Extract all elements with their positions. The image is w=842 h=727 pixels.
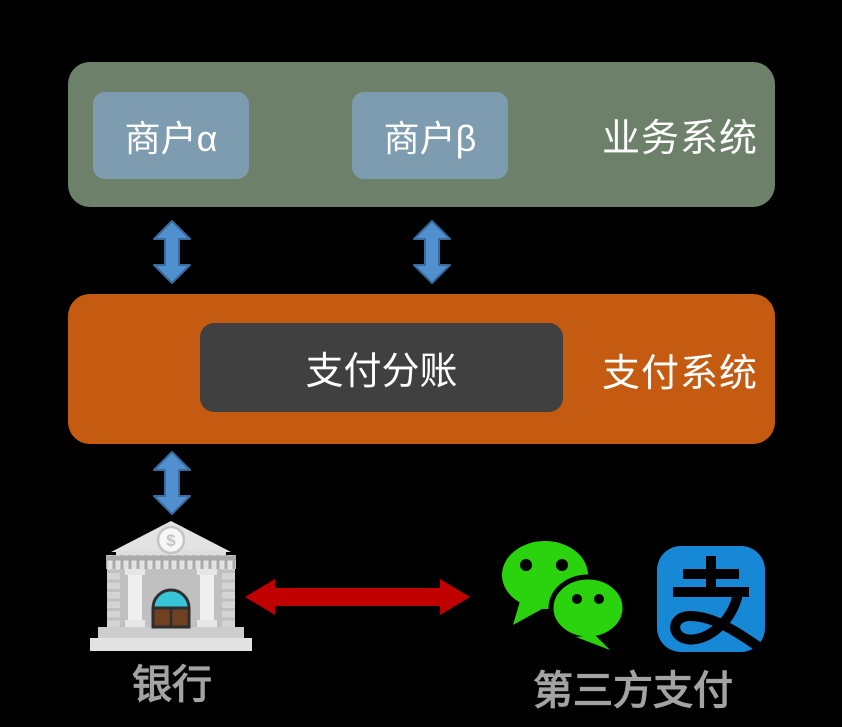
bank-dentil-band — [106, 555, 236, 569]
merchant-alpha-box: 商户α — [93, 92, 249, 179]
left-right-arrow-icon — [245, 579, 470, 615]
bank-column-right — [197, 569, 217, 627]
alipay-icon — [657, 546, 775, 660]
bank-platform — [98, 627, 244, 638]
business-system-label: 业务系统 — [601, 118, 758, 160]
payment-system-container: 支付分账 — [68, 294, 775, 444]
bank-column-left — [125, 569, 145, 627]
wechat-icon — [502, 541, 628, 650]
bank-label: 银行 — [132, 663, 212, 707]
bank-building-icon: $ — [90, 521, 252, 651]
up-down-arrow-icon — [153, 451, 191, 515]
split-payment-module-box: 支付分账 — [200, 323, 563, 412]
up-down-arrow-icon — [413, 220, 451, 284]
bank-step — [90, 638, 252, 651]
third-party-payment-label: 第三方支付 — [533, 669, 733, 713]
split-payment-label: 支付分账 — [305, 351, 458, 393]
merchant-beta-box: 商户β — [352, 92, 508, 179]
dollar-circle-icon: $ — [156, 525, 186, 555]
up-down-arrow-icon — [153, 220, 191, 284]
merchant-beta-label: 商户β — [383, 117, 477, 159]
bank-door — [151, 588, 191, 629]
svg-text:$: $ — [166, 531, 176, 550]
payment-system-label: 支付系统 — [601, 352, 758, 395]
merchant-alpha-label: 商户α — [124, 117, 218, 159]
